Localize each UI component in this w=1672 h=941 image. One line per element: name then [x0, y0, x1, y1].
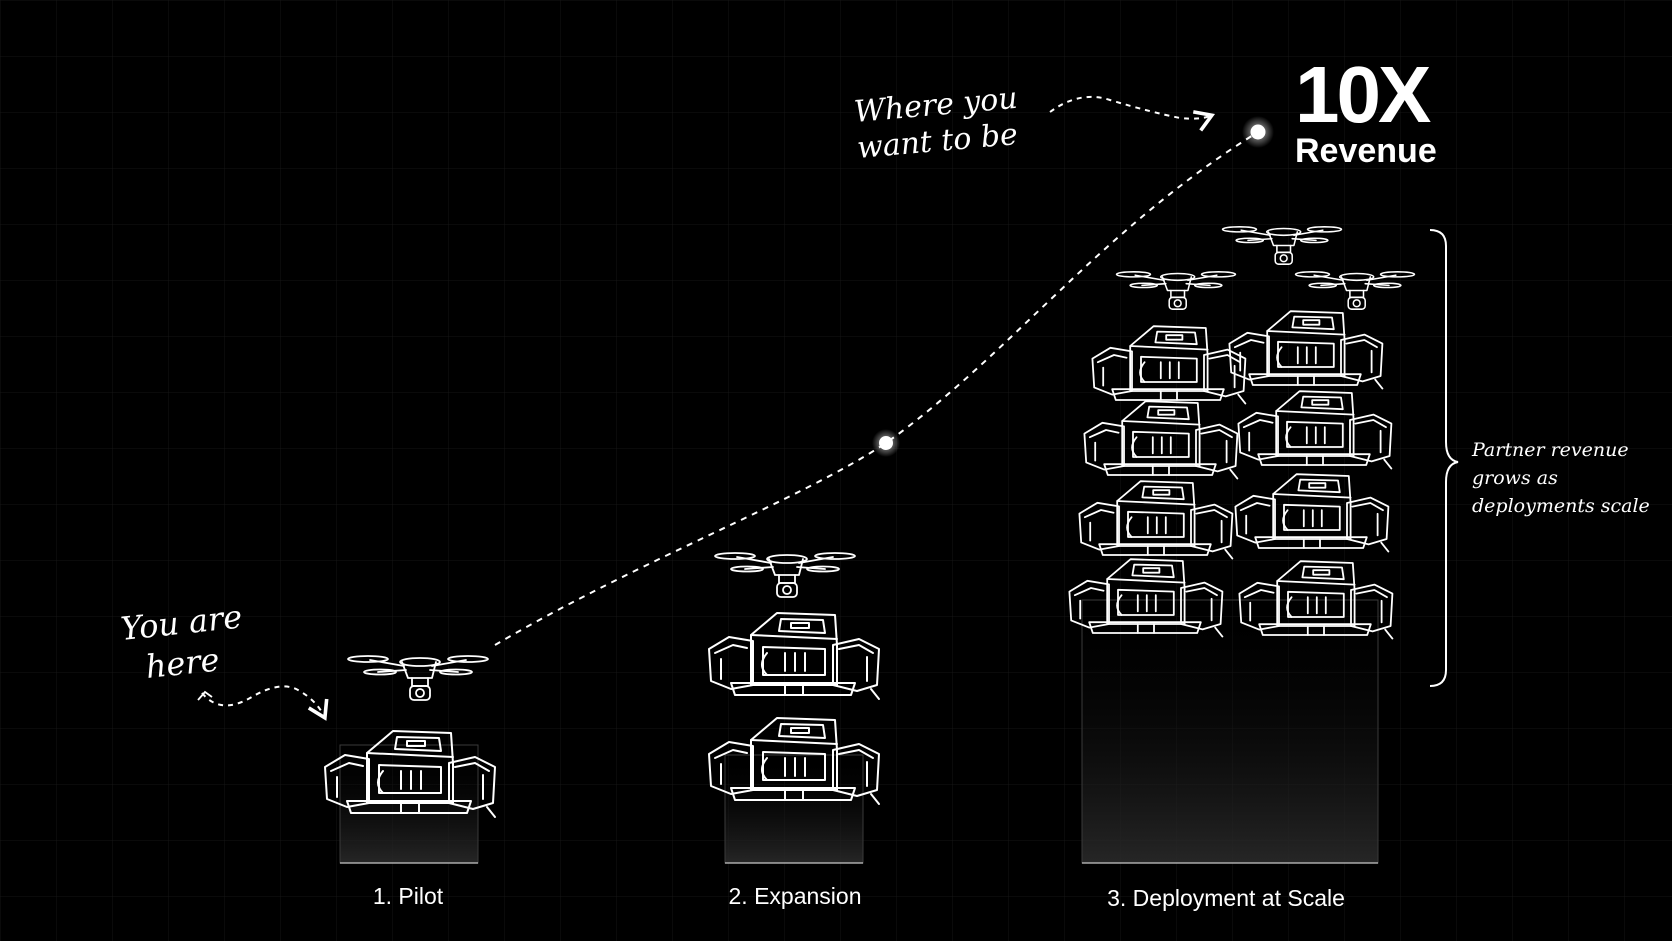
here-arrow-tail-icon [197, 690, 213, 701]
goal-metric: Revenue [1295, 132, 1437, 170]
target-arrow [1049, 95, 1216, 132]
side-note-line3: deployments scale [1472, 495, 1650, 517]
target-milestone-dot [1250, 124, 1266, 140]
side-note-line1: Partner revenue [1471, 439, 1629, 461]
scale-bracket [1429, 229, 1459, 687]
current-position-line2: here [144, 640, 221, 686]
stage-label-expansion: 2. Expansion [729, 883, 862, 909]
scale-pedestal [1081, 599, 1379, 864]
side-note-line2: grows as [1472, 467, 1558, 489]
here-arrow [201, 685, 329, 721]
stage-label-scale: 3. Deployment at Scale [1107, 885, 1345, 911]
stage-label-pilot: 1. Pilot [373, 883, 444, 909]
expansion-milestone-dot [879, 436, 893, 450]
goal-multiplier: 10X [1295, 50, 1431, 139]
